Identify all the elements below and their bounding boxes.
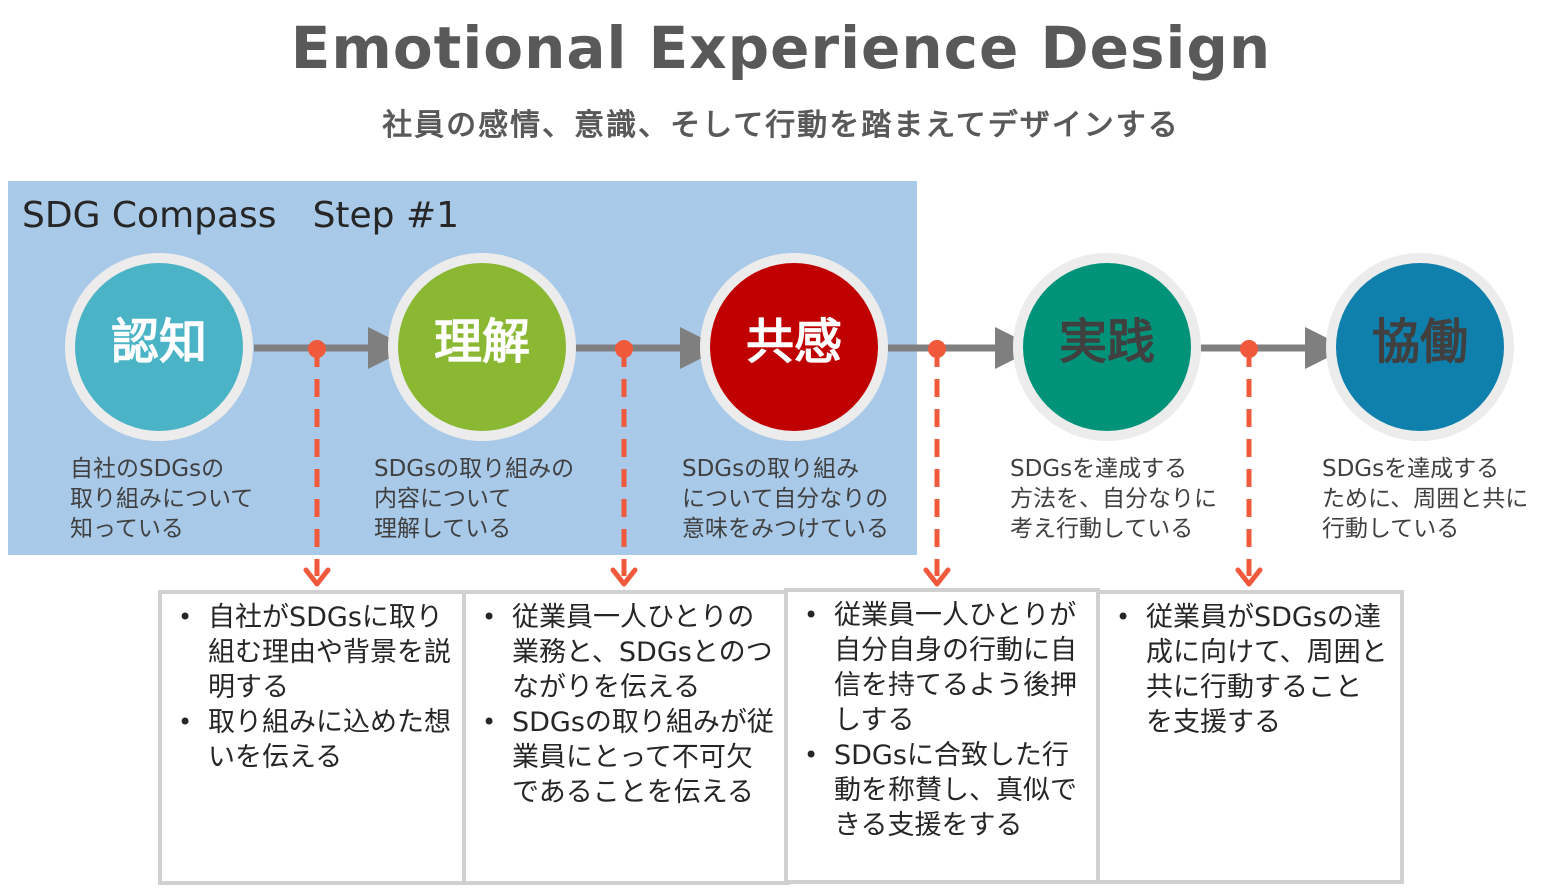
dash-arrowhead (1235, 567, 1263, 587)
stage-circles (65, 253, 1514, 441)
dash-arrowhead (610, 567, 638, 587)
stage-name-kyokan: 共感 (745, 314, 842, 370)
action-box-jissen: 従業員がSDGsの達成に向けて、周囲と共に行動することを支援する (1096, 590, 1404, 884)
stage-name-jissen: 実践 (1058, 314, 1155, 370)
stage-name-rikai: 理解 (433, 314, 530, 370)
action-item: SDGsの取り組みが従業員にとって不可欠であることを伝える (478, 705, 774, 810)
connector-dot (928, 340, 946, 358)
page-subtitle: 社員の感情、意識、そして行動を踏まえてデザインする (382, 108, 1180, 143)
stage-desc-kyokan: SDGsの取り組み について自分なりの 意味をみつけている (682, 456, 889, 542)
action-item: 自社がSDGsに取り組む理由や背景を説明する (174, 600, 452, 705)
connector-dots (308, 340, 1258, 358)
stage-name-kyodo: 協働 (1371, 314, 1468, 370)
step-label: SDG Compass Step #1 (22, 195, 460, 236)
stage-desc-rikai: SDGsの取り組みの 内容について 理解している (374, 456, 575, 542)
dashed-connectors (314, 349, 1252, 576)
stage-circle (710, 263, 878, 431)
stage-name-ninchi: 認知 (110, 314, 207, 370)
action-box-ninchi: 自社がSDGsに取り組む理由や背景を説明する 取り組みに込めた想いを伝える (158, 590, 468, 885)
stage-circle (1023, 263, 1191, 431)
action-item: 従業員がSDGsの達成に向けて、周囲と共に行動することを支援する (1112, 600, 1388, 740)
stage-desc-jissen: SDGsを達成する 方法を、自分なりに 考え行動している (1010, 456, 1217, 542)
connector-dot (308, 340, 326, 358)
page-title: Emotional Experience Design (290, 14, 1272, 82)
action-item: 取り組みに込めた想いを伝える (174, 705, 452, 775)
stage-desc-kyodo: SDGsを達成する ために、周囲と共に 行動している (1322, 456, 1529, 542)
action-box-rikai: 従業員一人ひとりの業務と、SDGsとのつながりを伝える SDGsの取り組みが従業… (462, 590, 790, 885)
stage-circle (75, 263, 243, 431)
action-item: SDGsに合致した行動を称賛し、真似できる支援をする (800, 738, 1084, 843)
action-item: 従業員一人ひとりの業務と、SDGsとのつながりを伝える (478, 600, 774, 705)
connector-dot (615, 340, 633, 358)
stage-circle (1336, 263, 1504, 431)
action-item: 従業員一人ひとりが自分自身の行動に自信を持てるよう後押しする (800, 598, 1084, 738)
dash-arrowhead (923, 567, 951, 587)
stage-circle (398, 263, 566, 431)
connector-dot (1240, 340, 1258, 358)
dash-arrowheads (303, 567, 1263, 587)
dash-arrowhead (303, 567, 331, 587)
action-box-kyokan: 従業員一人ひとりが自分自身の行動に自信を持てるよう後押しする SDGsに合致した… (784, 588, 1100, 884)
stage-desc-ninchi: 自社のSDGsの 取り組みについて 知っている (70, 456, 254, 542)
